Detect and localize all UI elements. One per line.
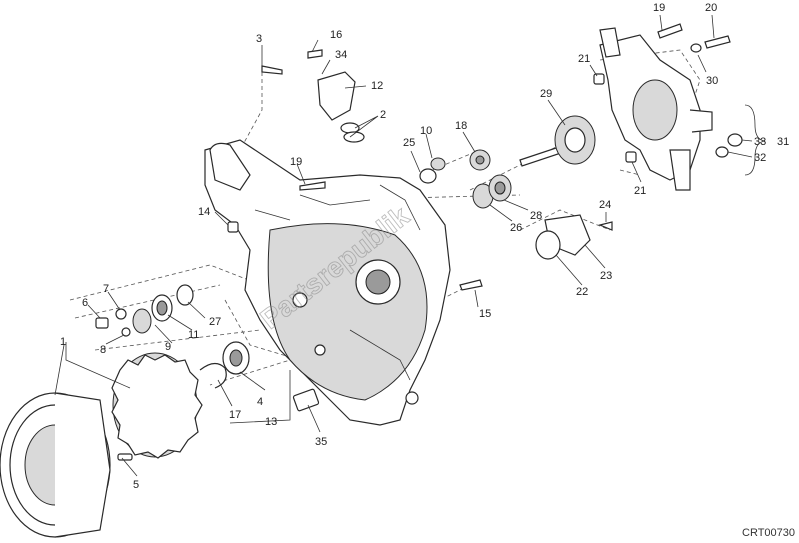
callout-28: 28	[530, 210, 542, 222]
callout-1: 1	[60, 336, 66, 348]
callout-32: 32	[754, 152, 766, 164]
callout-9: 9	[165, 341, 171, 353]
callout-15: 15	[479, 308, 491, 320]
top-parts	[261, 49, 365, 191]
callout-4: 4	[257, 396, 263, 408]
callout-25: 25	[403, 137, 415, 149]
centre-parts	[419, 115, 613, 291]
callout-2: 2	[380, 109, 386, 121]
callout-24: 24	[599, 199, 611, 211]
drawing-code: CRT00730	[742, 527, 795, 539]
callout-34: 34	[335, 49, 347, 61]
callout-21a: 21	[578, 53, 590, 65]
generator-stator	[111, 352, 203, 459]
callout-21b: 21	[634, 185, 646, 197]
callout-29: 29	[540, 88, 552, 100]
callout-13: 13	[265, 416, 277, 428]
callout-16: 16	[330, 29, 342, 41]
callout-19a: 19	[290, 156, 302, 168]
callout-23: 23	[600, 270, 612, 282]
callout-7: 7	[103, 283, 109, 295]
callout-19b: 19	[653, 2, 665, 14]
callout-35: 35	[315, 436, 327, 448]
callout-26: 26	[510, 222, 522, 234]
leader-lines	[54, 14, 753, 477]
left-small-parts	[95, 221, 320, 461]
callout-10: 10	[420, 125, 432, 137]
callout-5: 5	[133, 479, 139, 491]
water-pump-housing	[593, 23, 766, 191]
callout-12: 12	[371, 80, 383, 92]
callout-8: 8	[100, 344, 106, 356]
callout-20: 20	[705, 2, 717, 14]
callout-33: 33	[754, 136, 766, 148]
callout-22: 22	[576, 286, 588, 298]
callout-17: 17	[229, 409, 241, 421]
callout-30: 30	[706, 75, 718, 87]
callout-27: 27	[209, 316, 221, 328]
callout-31: 31	[777, 136, 789, 148]
callout-14: 14	[198, 206, 210, 218]
callout-labels: 1 2 3 4 5 6 7 8 9 10 11 12 13 14 15 16 1…	[60, 2, 789, 491]
generator-rotor	[0, 392, 111, 538]
generator-cover	[204, 139, 451, 426]
callout-3: 3	[256, 33, 262, 45]
callout-11: 11	[188, 329, 199, 341]
callout-6: 6	[82, 297, 88, 309]
callout-18: 18	[455, 120, 467, 132]
